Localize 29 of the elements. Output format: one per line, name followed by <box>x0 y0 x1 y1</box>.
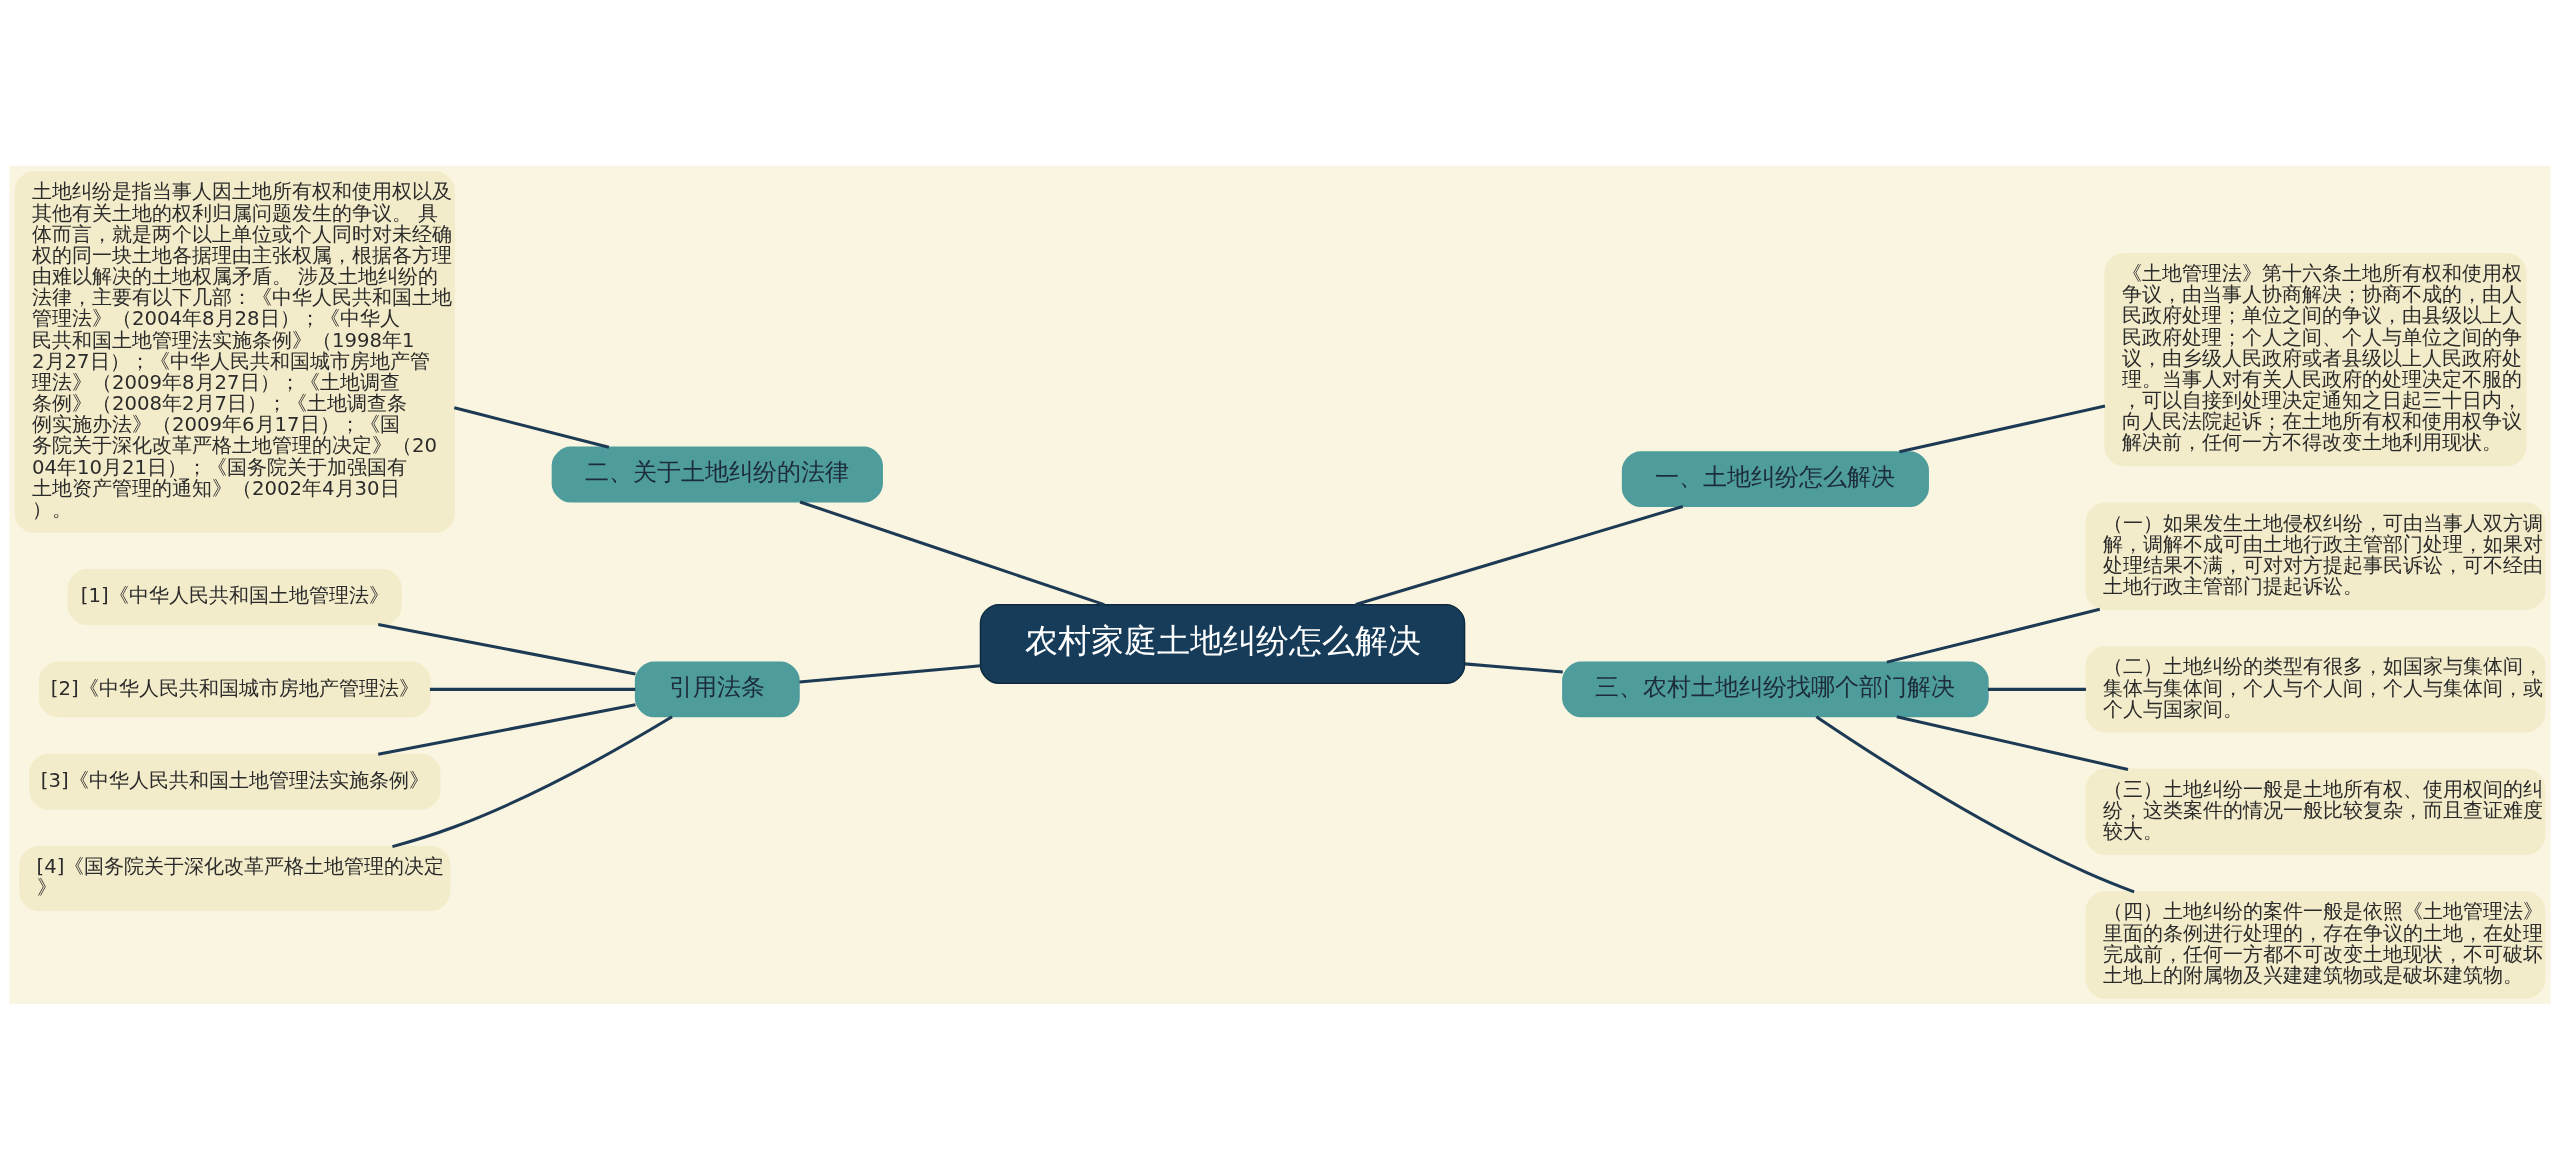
node-box: 《土地管理法》第十六条土地所有权和使用权争议，由当事人协商解决；协商不成的，由人民政府处理；单位之间的争议，由县级以上人民政府处理；个人之间、个人与单位之间的争议，由乡级人民政府或者县级以上人民政府处理。当事人对有关人民政府的处理决定不服的，可以自接到处理决定通知之日起三十日内，向人民法院起诉；在土地所有权和使用权争议解决前，任何一方不得改变土地利用现状。 <box>2104 252 2527 467</box>
node-box: 三、农村土地纠纷找哪个部门解决 <box>1562 661 1989 718</box>
node-box: [4]《国务院关于深化改革严格土地管理的决定》 <box>19 845 451 911</box>
connector <box>799 664 981 684</box>
connector <box>377 703 636 756</box>
connector <box>1896 715 2129 771</box>
connector <box>1815 715 2135 894</box>
connector <box>1899 404 2106 454</box>
connector <box>392 715 673 849</box>
node-box: 土地纠纷是指当事人因土地所有权和使用权以及其他有关土地的权利归属问题发生的争议。 具体而言，就是两个以上单位或个人同时对未经确权的同一块土地各据理由主张权属，根据各方理由难以解决的土地权属矛盾。 涉及土地纠纷的法律，主要有以下几部：《中华人民共和国土地管理法》（2004年8月28日）；《中华人民共和国土地管理法实施条例》（1998年12月27日）；《中华人民共和国城市房地产管理法》（2009年8月27日）；《土地调查条例》（2008年2月7日）；《土地调查条例实施办法》（2009年6月17日）；《国务院关于深化改革严格土地管理的决定》（2004年10月21日）；《国务院关于加强国有土地资产管理的通知》（2002年4月30日）。 <box>14 171 455 533</box>
connector <box>429 687 636 691</box>
node-box: 引用法条 <box>634 661 800 718</box>
node-box: 二、关于土地纠纷的法律 <box>551 446 883 503</box>
connector <box>453 406 610 449</box>
connector <box>1886 607 2101 664</box>
node-box: [3]《中华人民共和国土地管理法实施条例》 <box>29 753 441 810</box>
connector <box>1355 504 1684 606</box>
node-box: [2]《中华人民共和国城市房地产管理法》 <box>38 661 431 718</box>
connector <box>1987 687 2086 691</box>
node-box: 农村家庭土地纠纷怎么解决 <box>979 603 1466 685</box>
node-box: （二）土地纠纷的类型有很多，如国家与集体间，集体与集体间，个人与个人间，个人与集体间，或个人与国家间。 <box>2085 646 2546 733</box>
node-box: 一、土地纠纷怎么解决 <box>1621 451 1929 508</box>
connector <box>377 622 636 676</box>
connector <box>799 500 1105 607</box>
node-box: （三）土地纠纷一般是土地所有权、使用权间的纠纷，这类案件的情况一般比较复杂，而且查证难度较大。 <box>2085 768 2546 855</box>
connector <box>1464 662 1563 674</box>
node-box: （四）土地纠纷的案件一般是依照《土地管理法》里面的条例进行处理的，存在争议的土地，在处理完成前，任何一方都不可改变土地现状，不可破坏土地上的附属物及兴建建筑物或是破坏建筑物。 <box>2085 891 2546 999</box>
node-box: （一）如果发生土地侵权纠纷，可由当事人双方调解，调解不成可由土地行政主管部门处理，如果对处理结果不满，可对对方提起事民诉讼，可不经由土地行政主管部门提起诉讼。 <box>2085 502 2546 610</box>
node-box: [1]《中华人民共和国土地管理法》 <box>67 569 402 626</box>
